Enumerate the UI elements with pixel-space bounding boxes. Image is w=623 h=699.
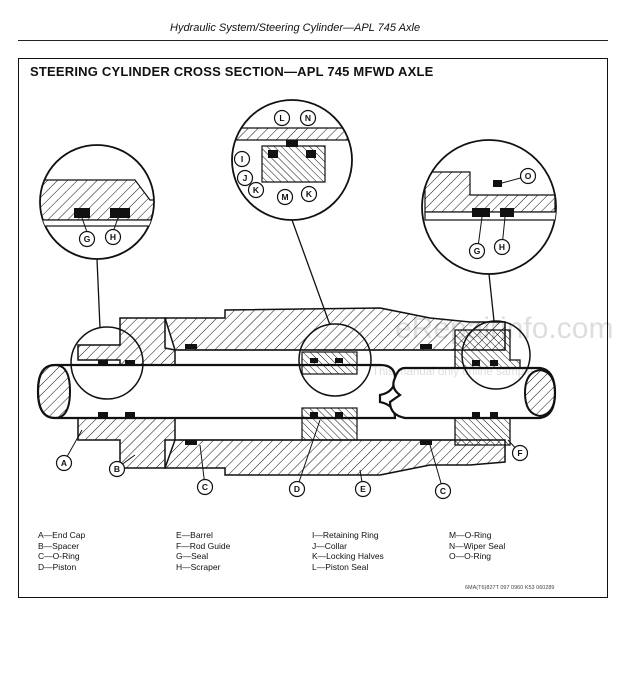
detail-ring-right [461,320,531,390]
callout-F: F [517,448,522,458]
callout-N: N [305,113,311,123]
legend-column-1: A—End Cap B—Spacer C—O-Ring D—Piston [38,530,85,572]
callout-H2: H [499,242,505,252]
callout-H: H [110,232,116,242]
callout-G-circle [78,230,96,248]
callout-I: I [241,154,243,164]
diagram-title: STEERING CYLINDER CROSS SECTION—APL 745 … [30,64,434,79]
callout-H-circle [104,228,122,246]
callout-leaders [63,175,529,491]
seal-blocks [98,344,498,445]
legend-item: F—Rod Guide [176,540,231,551]
callout-C2: C [440,486,446,496]
watermark-notice: This manual only online sample [372,366,534,378]
legend-item: N—Wiper Seal [449,540,506,551]
callout-D: D [294,484,300,494]
callout-K2: K [306,189,313,199]
callout-K2-circle [300,185,318,203]
legend-column-4: M—O-Ring N—Wiper Seal O—O-Ring [449,530,505,562]
callout-C2-circle [434,482,452,500]
legend-item: K—Locking Halves [312,551,384,562]
watermark-site: eRepairinfo.com [395,312,614,345]
callout-G2-circle [468,242,486,260]
legend-item: G—Seal [176,551,209,562]
callout-A-circle [55,454,73,472]
legend-item: A—End Cap [38,530,86,540]
legend-item: M—O-Ring [449,530,492,540]
detail-left [39,144,155,260]
legend-column-2: E—Barrel F—Rod Guide G—Seal H—Scraper [176,530,230,572]
callout-J: J [243,173,248,183]
callout-L: L [279,113,284,123]
legend-column-3: I—Retaining Ring J—Collar K—Locking Halv… [312,530,384,572]
callout-bubbles [55,109,537,500]
callout-J-circle [236,169,254,187]
callout-E: E [360,484,366,494]
callout-B: B [114,464,120,474]
callout-O-circle [519,167,537,185]
figure-code: 6MA(T6)827T 097 0960 K53 060289 [465,585,555,591]
callout-C-circle [196,478,214,496]
callout-M: M [281,192,288,202]
callout-H2-circle [493,238,511,256]
legend-item: O—O-Ring [449,551,492,562]
callout-letters: A B C D E C F G H G H O L N I J K M K [61,113,532,496]
legend-item: L—Piston Seal [312,561,369,572]
legend-item: D—Piston [38,561,77,572]
rod-right-end [523,368,557,418]
piston-upper [301,351,358,375]
detail-ring-center [298,323,372,397]
legend-item: E—Barrel [176,530,213,540]
legend-item: J—Collar [312,540,347,551]
detail-ring-left [70,326,144,400]
callout-A: A [61,458,67,468]
callout-L-circle [273,109,291,127]
cylinder-body [36,307,557,476]
detail-leaders [96,219,495,329]
callout-C: C [202,482,208,492]
callout-B-circle [108,460,126,478]
legend-item: B—Spacer [38,540,80,551]
legend-item: I—Retaining Ring [312,530,379,540]
legend-item: H—Scraper [176,561,221,572]
callout-K: K [253,185,260,195]
detail-right [421,139,557,275]
callout-K-circle [247,181,265,199]
diagram-frame [18,58,608,598]
callout-E-circle [354,480,372,498]
barrel-lower [163,439,506,476]
callout-G2: G [474,246,481,256]
callout-O: O [525,171,532,181]
callout-G: G [84,234,91,244]
callout-I-circle [233,150,251,168]
callout-M-circle [276,188,294,206]
page-header-title: Hydraulic System/Steering Cylinder—APL 7… [170,22,421,34]
header-rule [18,40,608,41]
rod-left-end [36,363,72,420]
callout-F-circle [511,444,529,462]
callout-N-circle [299,109,317,127]
callout-D-circle [288,480,306,498]
legend-item: C—O-Ring [38,551,80,562]
